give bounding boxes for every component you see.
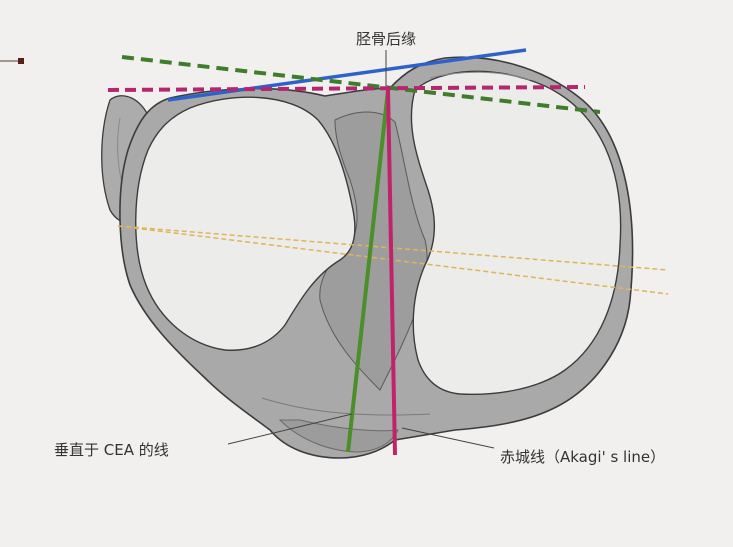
medial-tibial-plateau xyxy=(135,96,356,351)
label-akagi-line: 赤城线（Akagi' s line） xyxy=(500,448,665,466)
label-perpendicular-to-cea: 垂直于 CEA 的线 xyxy=(54,441,169,459)
intercondylar-eminence xyxy=(319,111,428,391)
auxiliary-line-lower xyxy=(117,225,669,295)
posterior-tibial-margin-line xyxy=(167,48,527,102)
akagi-line xyxy=(386,89,397,456)
tibial-tuberosity xyxy=(278,419,399,453)
margin-marker-square xyxy=(18,58,24,64)
cea-reference-line xyxy=(121,55,601,114)
akagi-leader xyxy=(401,427,495,449)
label-posterior-tibial-margin: 胫骨后缘 xyxy=(356,30,416,48)
lateral-tibial-plateau xyxy=(410,70,622,395)
posterior-rim-contour xyxy=(429,71,531,81)
anterior-rim-contour xyxy=(261,397,431,416)
perpendicular-to-cea-line xyxy=(346,89,390,453)
transverse-reference-line xyxy=(107,85,586,92)
perpendicular-leader xyxy=(227,413,353,445)
